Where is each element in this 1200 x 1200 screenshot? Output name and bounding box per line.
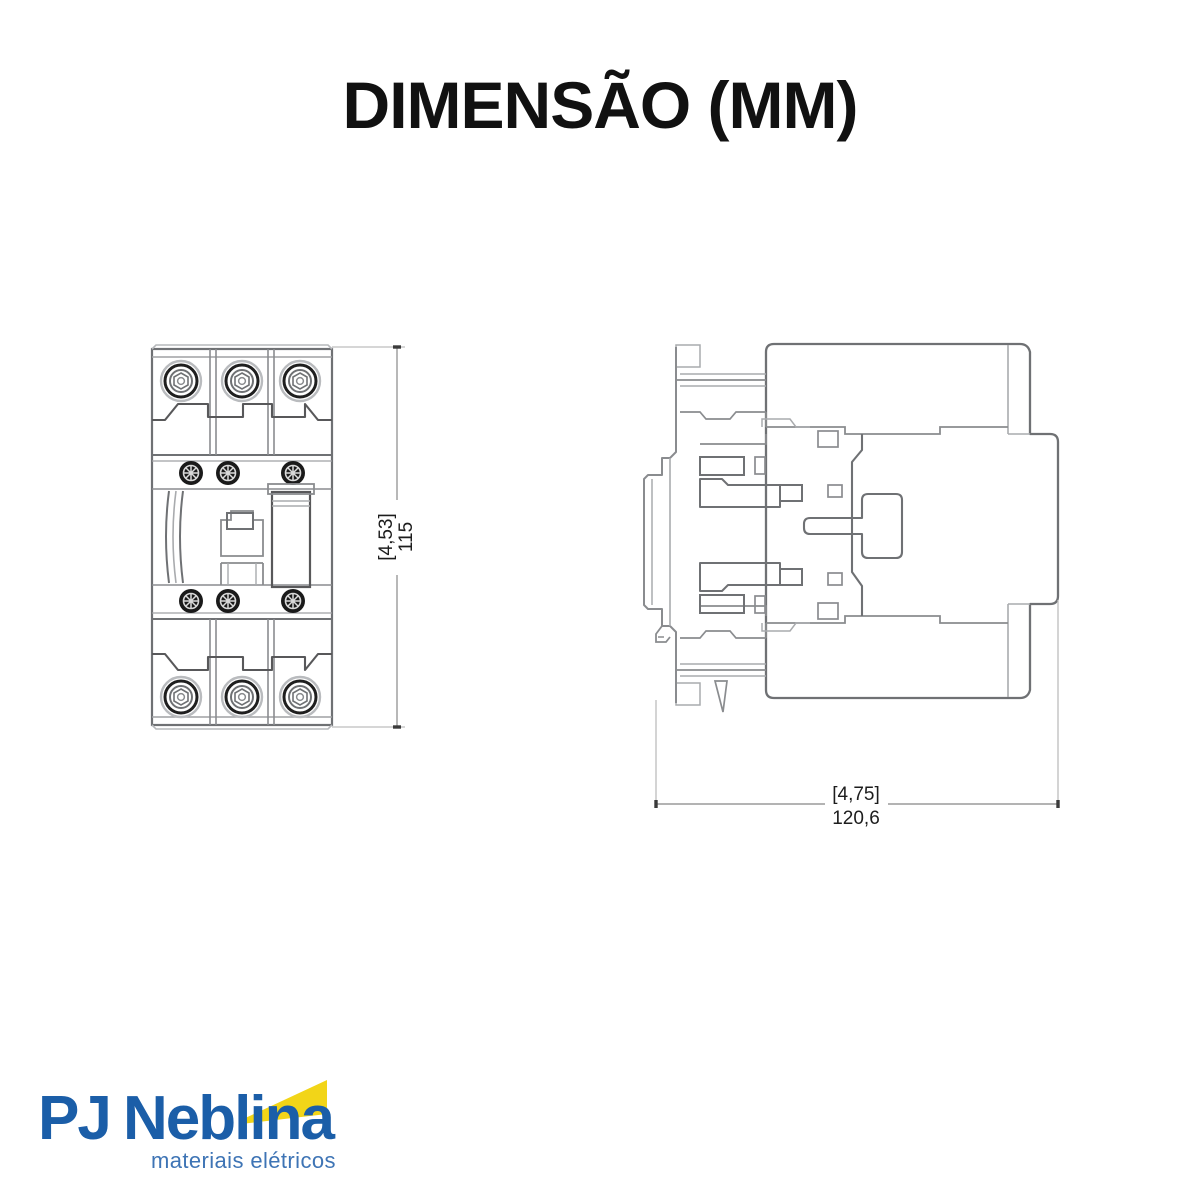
logo-swoosh-icon [241,1080,327,1124]
cross-screw-lower-2 [216,589,240,613]
din-rail-clip [643,347,677,703]
width-mm-label: 120,6 [832,808,880,829]
height-mm-label: 115 [396,522,417,552]
width-dimension: [4,75] 120,6 [654,600,1060,829]
cross-screw-upper-3 [281,461,305,485]
terminal-screw-bottom-3 [278,675,322,719]
logo-word-pj: PJ [38,1084,110,1153]
logo-word-neblina: Neblina [123,1084,335,1153]
terminal-screw-top-1 [159,359,203,403]
cross-screw-upper-2 [216,461,240,485]
terminal-screw-bottom-2 [220,675,264,719]
height-inch-label: [4,53] [376,513,397,561]
terminal-screw-top-3 [278,359,322,403]
front-view-drawing [150,344,334,730]
terminal-screw-bottom-1 [159,675,203,719]
terminal-screw-top-2 [220,359,264,403]
cross-screw-lower-1 [179,589,203,613]
brand-logo: PJ Neblina materiais elétricos [38,1062,378,1184]
cross-screw-lower-3 [281,589,305,613]
height-dimension: [4,53] 115 [332,345,417,729]
side-view-drawing [643,342,1060,713]
cross-screw-upper-1 [179,461,203,485]
page-title: DIMENSÃO (MM) [342,68,859,142]
coil-connector [802,492,904,560]
logo-tagline: materiais elétricos [151,1148,336,1173]
width-inch-label: [4,75] [832,784,880,805]
